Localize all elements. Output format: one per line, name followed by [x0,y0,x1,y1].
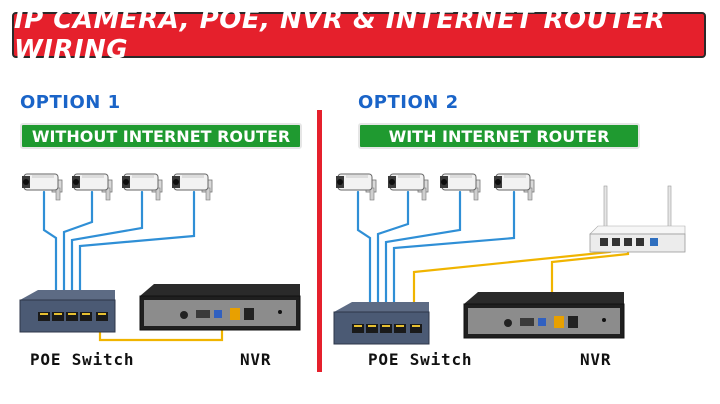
nvr-icon [139,283,301,331]
nvr-icon [463,291,625,339]
ip-camera-icon [21,173,63,201]
option1-heading: OPTION 1 [20,92,121,113]
option1-switch-label: POE Switch [30,350,135,369]
option2-nvr-label: NVR [580,350,612,369]
cable-cam2 [62,190,94,312]
router-icon [589,185,686,253]
option1-nvr-label: NVR [240,350,272,369]
option2-switch-label: POE Switch [368,350,473,369]
ip-camera-icon [171,173,213,201]
cable-cam1 [42,190,58,312]
cable-cam3-b [384,190,462,322]
title-banner: IP CAMERA, POE, NVR & INTERNET ROUTER WI… [12,5,706,65]
option2-tag: WITH INTERNET ROUTER [358,123,640,149]
poe-switch-icon [19,289,116,333]
poe-switch-icon [333,301,430,345]
option2-heading: OPTION 2 [358,92,459,113]
cable-cam3 [70,190,144,312]
ip-camera-icon [335,173,377,201]
cable-cam4-b [392,190,516,322]
option-divider [317,110,322,372]
cable-cam4 [78,190,196,312]
page-title: IP CAMERA, POE, NVR & INTERNET ROUTER WI… [14,5,666,65]
cable-cam2-b [376,190,410,322]
option1-tag: WITHOUT INTERNET ROUTER [20,123,302,149]
cable-cam1-b [356,190,372,322]
